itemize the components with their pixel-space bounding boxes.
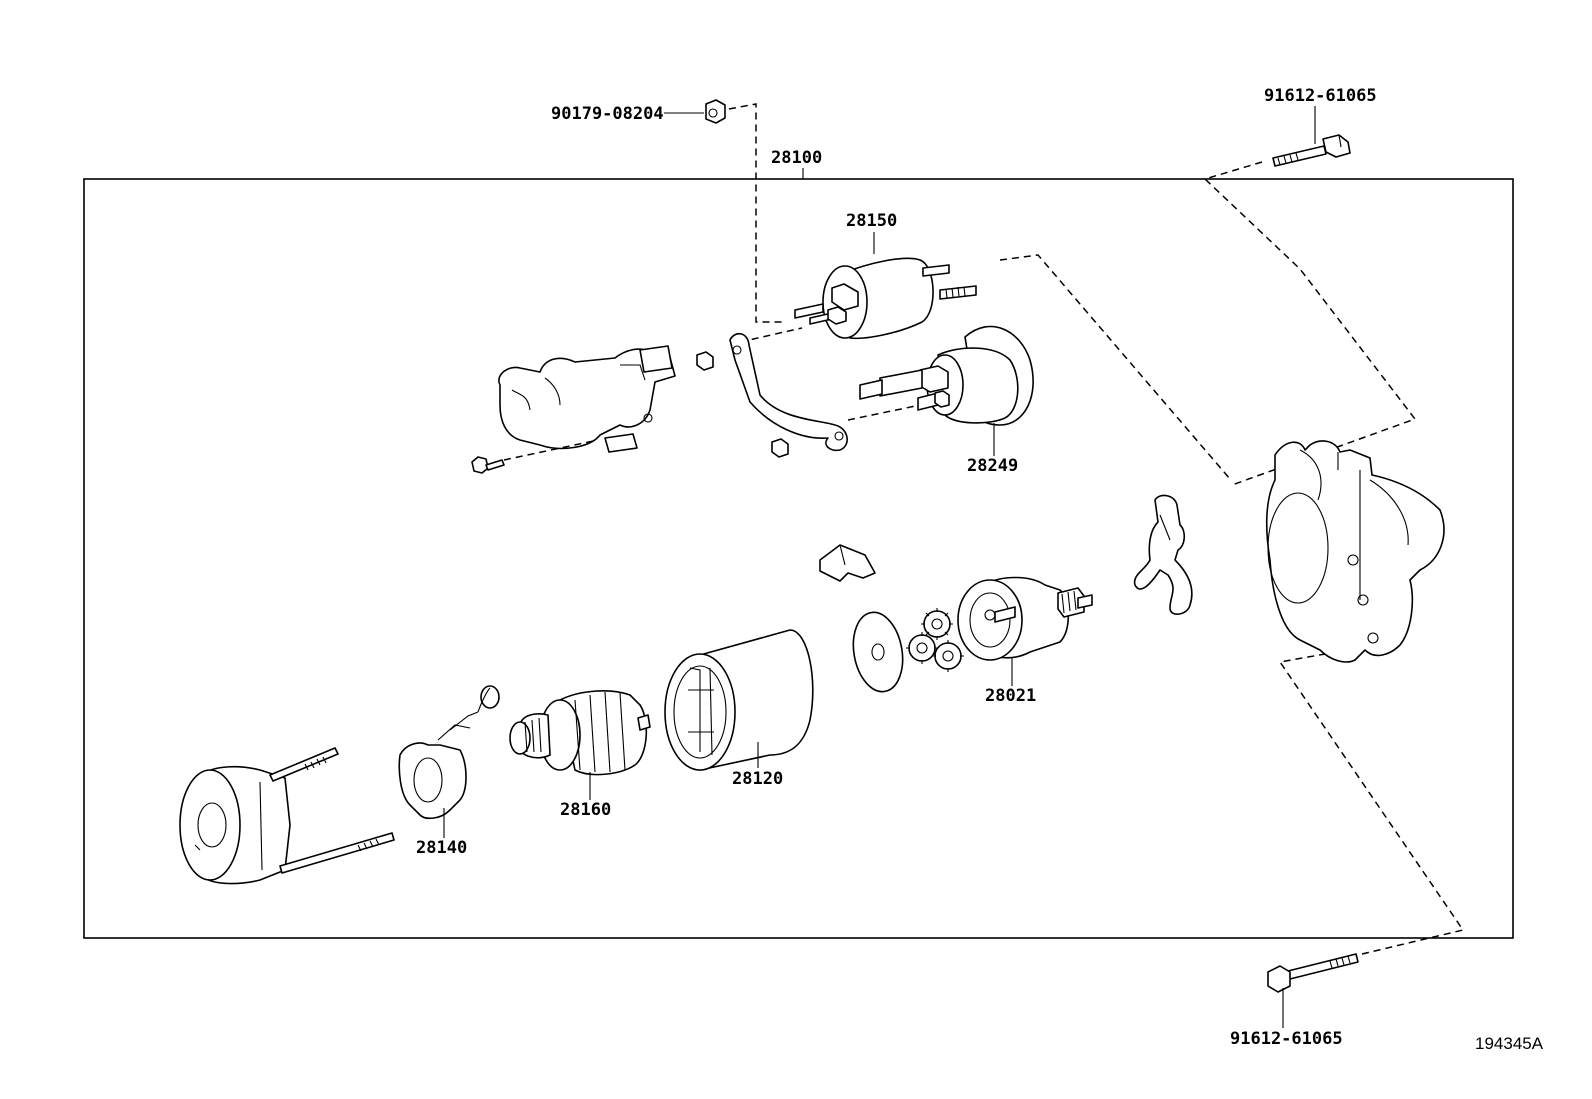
small-nut-a[interactable] bbox=[696, 351, 714, 371]
clutch-28021[interactable] bbox=[957, 576, 1093, 661]
dashed-guide-screw bbox=[503, 439, 599, 461]
label-28150[interactable]: 28150 bbox=[846, 211, 897, 231]
brush-holder-28140[interactable] bbox=[398, 685, 500, 820]
label-28140[interactable]: 28140 bbox=[416, 838, 467, 858]
label-91612-61065-top[interactable]: 91612-61065 bbox=[1264, 86, 1377, 106]
label-91612-61065-bottom[interactable]: 91612-61065 bbox=[1230, 1029, 1343, 1049]
rubber-seal[interactable] bbox=[819, 544, 876, 582]
label-90179-08204[interactable]: 90179-08204 bbox=[551, 104, 664, 124]
dashed-guide-bolt-top bbox=[1203, 161, 1417, 486]
label-28249[interactable]: 28249 bbox=[967, 456, 1018, 476]
nut-90179-08204[interactable] bbox=[705, 99, 726, 124]
bolt-91612-61065-top[interactable] bbox=[1272, 134, 1351, 167]
dashed-guide-lead bbox=[739, 327, 803, 343]
label-28120[interactable]: 28120 bbox=[732, 769, 783, 789]
figure-reference-number: 194345A bbox=[1475, 1034, 1544, 1053]
dashed-guide-lead2 bbox=[847, 402, 931, 421]
yoke-28120[interactable] bbox=[664, 629, 814, 771]
assembly-boundary-box bbox=[83, 178, 1514, 939]
solenoid-switch-28249[interactable] bbox=[859, 325, 1034, 426]
planetary-gear-top[interactable] bbox=[921, 608, 953, 640]
label-28160[interactable]: 28160 bbox=[560, 800, 611, 820]
through-bolt-upper[interactable] bbox=[269, 747, 339, 782]
bolt-91612-61065-bottom[interactable] bbox=[1267, 953, 1359, 993]
solenoid-28150[interactable] bbox=[794, 257, 977, 340]
armature-28160[interactable] bbox=[509, 690, 651, 776]
label-28100[interactable]: 28100 bbox=[771, 148, 822, 168]
commutator-end-frame[interactable] bbox=[179, 765, 291, 885]
label-28021[interactable]: 28021 bbox=[985, 686, 1036, 706]
brush-lead-assembly[interactable] bbox=[498, 345, 676, 453]
plate-washer[interactable] bbox=[847, 608, 908, 695]
planetary-gear-left[interactable] bbox=[906, 632, 938, 664]
drive-lever[interactable] bbox=[1133, 494, 1193, 615]
screw-left[interactable] bbox=[471, 456, 505, 474]
lead-wire-bracket[interactable] bbox=[729, 332, 848, 452]
planetary-gear-right[interactable] bbox=[932, 640, 964, 672]
dashed-guide-bolt-bottom bbox=[1278, 645, 1465, 955]
small-nut-b[interactable] bbox=[771, 438, 789, 458]
dashed-guide-solenoid bbox=[999, 254, 1231, 480]
through-bolt-lower[interactable] bbox=[279, 832, 395, 874]
dashed-guide-nut bbox=[728, 103, 783, 323]
drive-housing[interactable] bbox=[1265, 440, 1445, 663]
